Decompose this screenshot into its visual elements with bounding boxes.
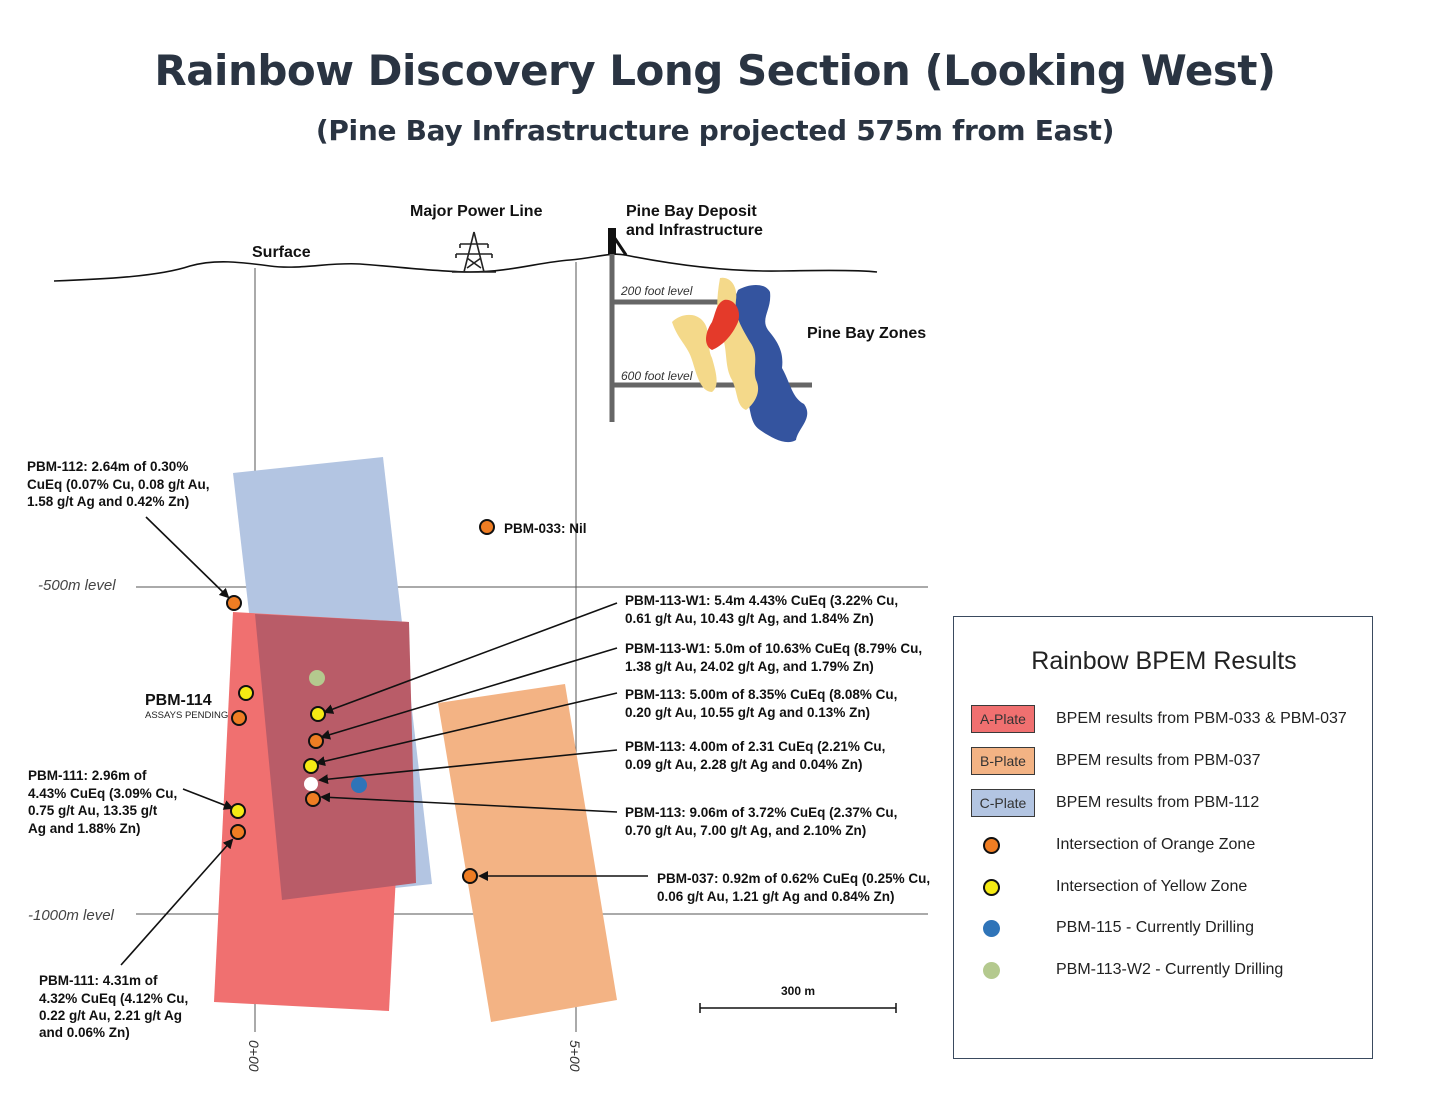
- pbm115-dot-icon: [983, 920, 1000, 937]
- pbm114-label: PBM-114 ASSAYS PENDING: [145, 692, 228, 721]
- pbm111-orange-intersection: [230, 824, 246, 840]
- power-pylon-icon: [452, 231, 496, 273]
- annotation-line: PBM-113: 5.00m of 8.35% CuEq (8.08% Cu,: [625, 687, 897, 702]
- pbm113w2-drilling-marker: [309, 670, 325, 686]
- annotation-line: 0.61 g/t Au, 10.43 g/t Ag, and 1.84% Zn): [625, 611, 874, 626]
- pine-bay-zones-label: Pine Bay Zones: [807, 325, 926, 342]
- legend-item-label: PBM-113-W2 - Currently Drilling: [1056, 961, 1284, 978]
- annotation-line: and 0.06% Zn): [39, 1025, 130, 1040]
- legend-item-orange-zone: Intersection of Orange Zone: [954, 831, 1374, 861]
- pbm114-status: ASSAYS PENDING: [145, 710, 228, 721]
- annotation-line: 0.70 g/t Au, 7.00 g/t Ag, and 2.10% Zn): [625, 823, 866, 838]
- c-plate-swatch: C-Plate: [971, 789, 1035, 817]
- legend-item-pbm115: PBM-115 - Currently Drilling: [954, 914, 1374, 944]
- annotation-line: PBM-037: 0.92m of 0.62% CuEq (0.25% Cu,: [657, 871, 930, 886]
- level-500-label: -500m level: [38, 577, 116, 594]
- annotation-line: 0.09 g/t Au, 2.28 g/t Ag and 0.04% Zn): [625, 757, 863, 772]
- pine-bay-label-line2: and Infrastructure: [626, 222, 763, 239]
- legend-item-pbm113w2: PBM-113-W2 - Currently Drilling: [954, 956, 1374, 986]
- foot-level-600: 600 foot level: [621, 369, 693, 383]
- legend-item-label: BPEM results from PBM-037: [1056, 752, 1261, 769]
- annotation-line: PBM-111: 4.31m of: [39, 973, 158, 988]
- legend: Rainbow BPEM Results A-Plate BPEM result…: [953, 616, 1373, 1059]
- pbm037-annotation: PBM-037: 0.92m of 0.62% CuEq (0.25% Cu, …: [657, 871, 930, 904]
- pbm113w1-yellow-intersection: [310, 706, 326, 722]
- pine-bay-label-line1: Pine Bay Deposit: [626, 203, 757, 220]
- pbm112-orange-intersection: [226, 595, 242, 611]
- pbm114-yellow-intersection: [238, 685, 254, 701]
- easting-0-label: 0+00: [246, 1040, 262, 1072]
- b-plate-swatch: B-Plate: [971, 747, 1035, 775]
- legend-item-label: BPEM results from PBM-112: [1056, 794, 1260, 811]
- pbm113w2-dot-icon: [983, 962, 1000, 979]
- annotation-line: PBM-113-W1: 5.4m 4.43% CuEq (3.22% Cu,: [625, 593, 898, 608]
- annotation-line: CuEq (0.07% Cu, 0.08 g/t Au,: [27, 477, 210, 492]
- pbm112-annotation: PBM-112: 2.64m of 0.30% CuEq (0.07% Cu, …: [27, 459, 210, 509]
- power-line-label: Major Power Line: [410, 203, 543, 220]
- pbm111-b-annotation: PBM-111: 4.31m of 4.32% CuEq (4.12% Cu, …: [39, 973, 188, 1040]
- pbm113w1-a-annotation: PBM-113-W1: 5.4m 4.43% CuEq (3.22% Cu, 0…: [625, 593, 898, 626]
- annotation-line: 0.75 g/t Au, 13.35 g/t: [28, 803, 158, 818]
- pbm033-annotation: PBM-033: Nil: [504, 521, 587, 536]
- pbm111-a-annotation: PBM-111: 2.96m of 4.43% CuEq (3.09% Cu, …: [28, 768, 177, 836]
- annotation-line: 1.38 g/t Au, 24.02 g/t Ag, and 1.79% Zn): [625, 659, 874, 674]
- annotation-line: 4.43% CuEq (3.09% Cu,: [28, 786, 177, 801]
- legend-title: Rainbow BPEM Results: [1031, 647, 1297, 675]
- annotation-line: PBM-113: 4.00m of 2.31 CuEq (2.21% Cu,: [625, 739, 885, 754]
- orange-zone-dot-icon: [983, 837, 1000, 854]
- surface-label: Surface: [252, 244, 311, 261]
- legend-item-yellow-zone: Intersection of Yellow Zone: [954, 873, 1374, 903]
- pbm113-a-annotation: PBM-113: 5.00m of 8.35% CuEq (8.08% Cu, …: [625, 687, 897, 720]
- page-subtitle: (Pine Bay Infrastructure projected 575m …: [315, 114, 1115, 147]
- plate-overlap: [255, 614, 416, 900]
- intersections: [226, 519, 495, 884]
- yellow-zone-dot-icon: [983, 879, 1000, 896]
- page-title: Rainbow Discovery Long Section (Looking …: [154, 46, 1276, 95]
- legend-item-label: PBM-115 - Currently Drilling: [1056, 919, 1254, 936]
- pbm113w1-orange-intersection: [308, 733, 324, 749]
- annotation-line: PBM-112: 2.64m of 0.30%: [27, 459, 188, 474]
- foot-level-200: 200 foot level: [620, 284, 693, 298]
- pbm113-white-intersection: [304, 777, 318, 791]
- annotation-line: 0.20 g/t Au, 10.55 g/t Ag and 0.13% Zn): [625, 705, 870, 720]
- annotation-line: 0.22 g/t Au, 2.21 g/t Ag: [39, 1008, 182, 1023]
- annotation-line: 1.58 g/t Ag and 0.42% Zn): [27, 494, 189, 509]
- b-plate: [438, 684, 617, 1022]
- pbm113-b-annotation: PBM-113: 4.00m of 2.31 CuEq (2.21% Cu, 0…: [625, 739, 885, 772]
- pbm113-orange-intersection: [305, 791, 321, 807]
- scale-bar-label: 300 m: [781, 984, 815, 998]
- pbm114-name: PBM-114: [145, 692, 212, 709]
- legend-item-label: Intersection of Orange Zone: [1056, 836, 1256, 853]
- pbm037-orange-intersection: [462, 868, 478, 884]
- pbm113-yellow-intersection: [303, 758, 319, 774]
- annotation-line: 4.32% CuEq (4.12% Cu,: [39, 991, 188, 1006]
- annotation-line: 0.06 g/t Au, 1.21 g/t Ag and 0.84% Zn): [657, 889, 895, 904]
- pine-bay-zones-shape: [672, 277, 808, 443]
- pbm033-orange-intersection: [479, 519, 495, 535]
- legend-item-label: Intersection of Yellow Zone: [1056, 878, 1248, 895]
- pbm113-c-annotation: PBM-113: 9.06m of 3.72% CuEq (2.37% Cu, …: [625, 805, 897, 838]
- legend-item-b-plate: B-Plate BPEM results from PBM-037: [954, 747, 1374, 777]
- annotation-line: PBM-113-W1: 5.0m of 10.63% CuEq (8.79% C…: [625, 641, 922, 656]
- easting-5-label: 5+00: [567, 1040, 583, 1072]
- legend-item-c-plate: C-Plate BPEM results from PBM-112: [954, 789, 1374, 819]
- annotation-line: PBM-113: 9.06m of 3.72% CuEq (2.37% Cu,: [625, 805, 897, 820]
- level-1000-label: -1000m level: [28, 907, 115, 924]
- a-plate-swatch: A-Plate: [971, 705, 1035, 733]
- annotation-arrows: [120, 516, 648, 966]
- annotation-line: Ag and 1.88% Zn): [28, 821, 141, 836]
- pbm114-orange-intersection: [231, 710, 247, 726]
- pbm115-drilling-marker: [351, 777, 367, 793]
- pbm111-yellow-intersection: [230, 803, 246, 819]
- scale-bar: 300 m: [699, 984, 897, 1013]
- legend-item-label: BPEM results from PBM-033 & PBM-037: [1056, 710, 1347, 727]
- pbm113w1-b-annotation: PBM-113-W1: 5.0m of 10.63% CuEq (8.79% C…: [625, 641, 922, 674]
- annotation-line: PBM-111: 2.96m of: [28, 768, 147, 783]
- legend-item-a-plate: A-Plate BPEM results from PBM-033 & PBM-…: [954, 705, 1374, 735]
